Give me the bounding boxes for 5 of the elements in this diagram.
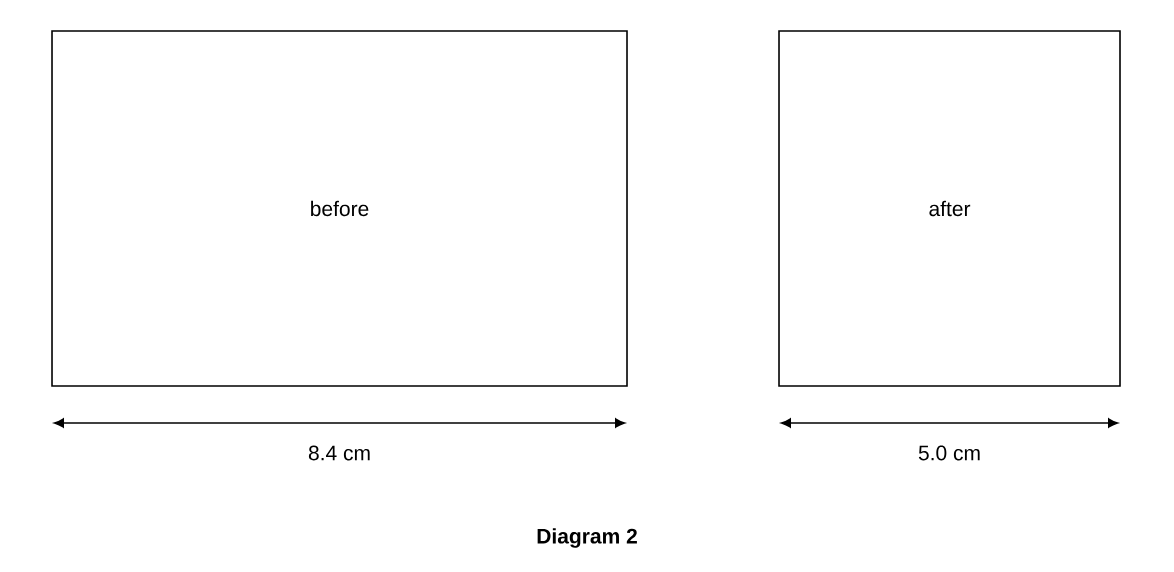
- rectangle-box: before: [51, 30, 628, 387]
- dimension-label: 5.0 cm: [918, 445, 980, 461]
- rectangle-box: after: [778, 30, 1121, 387]
- caption: Diagram 2: [537, 528, 637, 548]
- dimension-label: 8.4 cm: [308, 445, 370, 461]
